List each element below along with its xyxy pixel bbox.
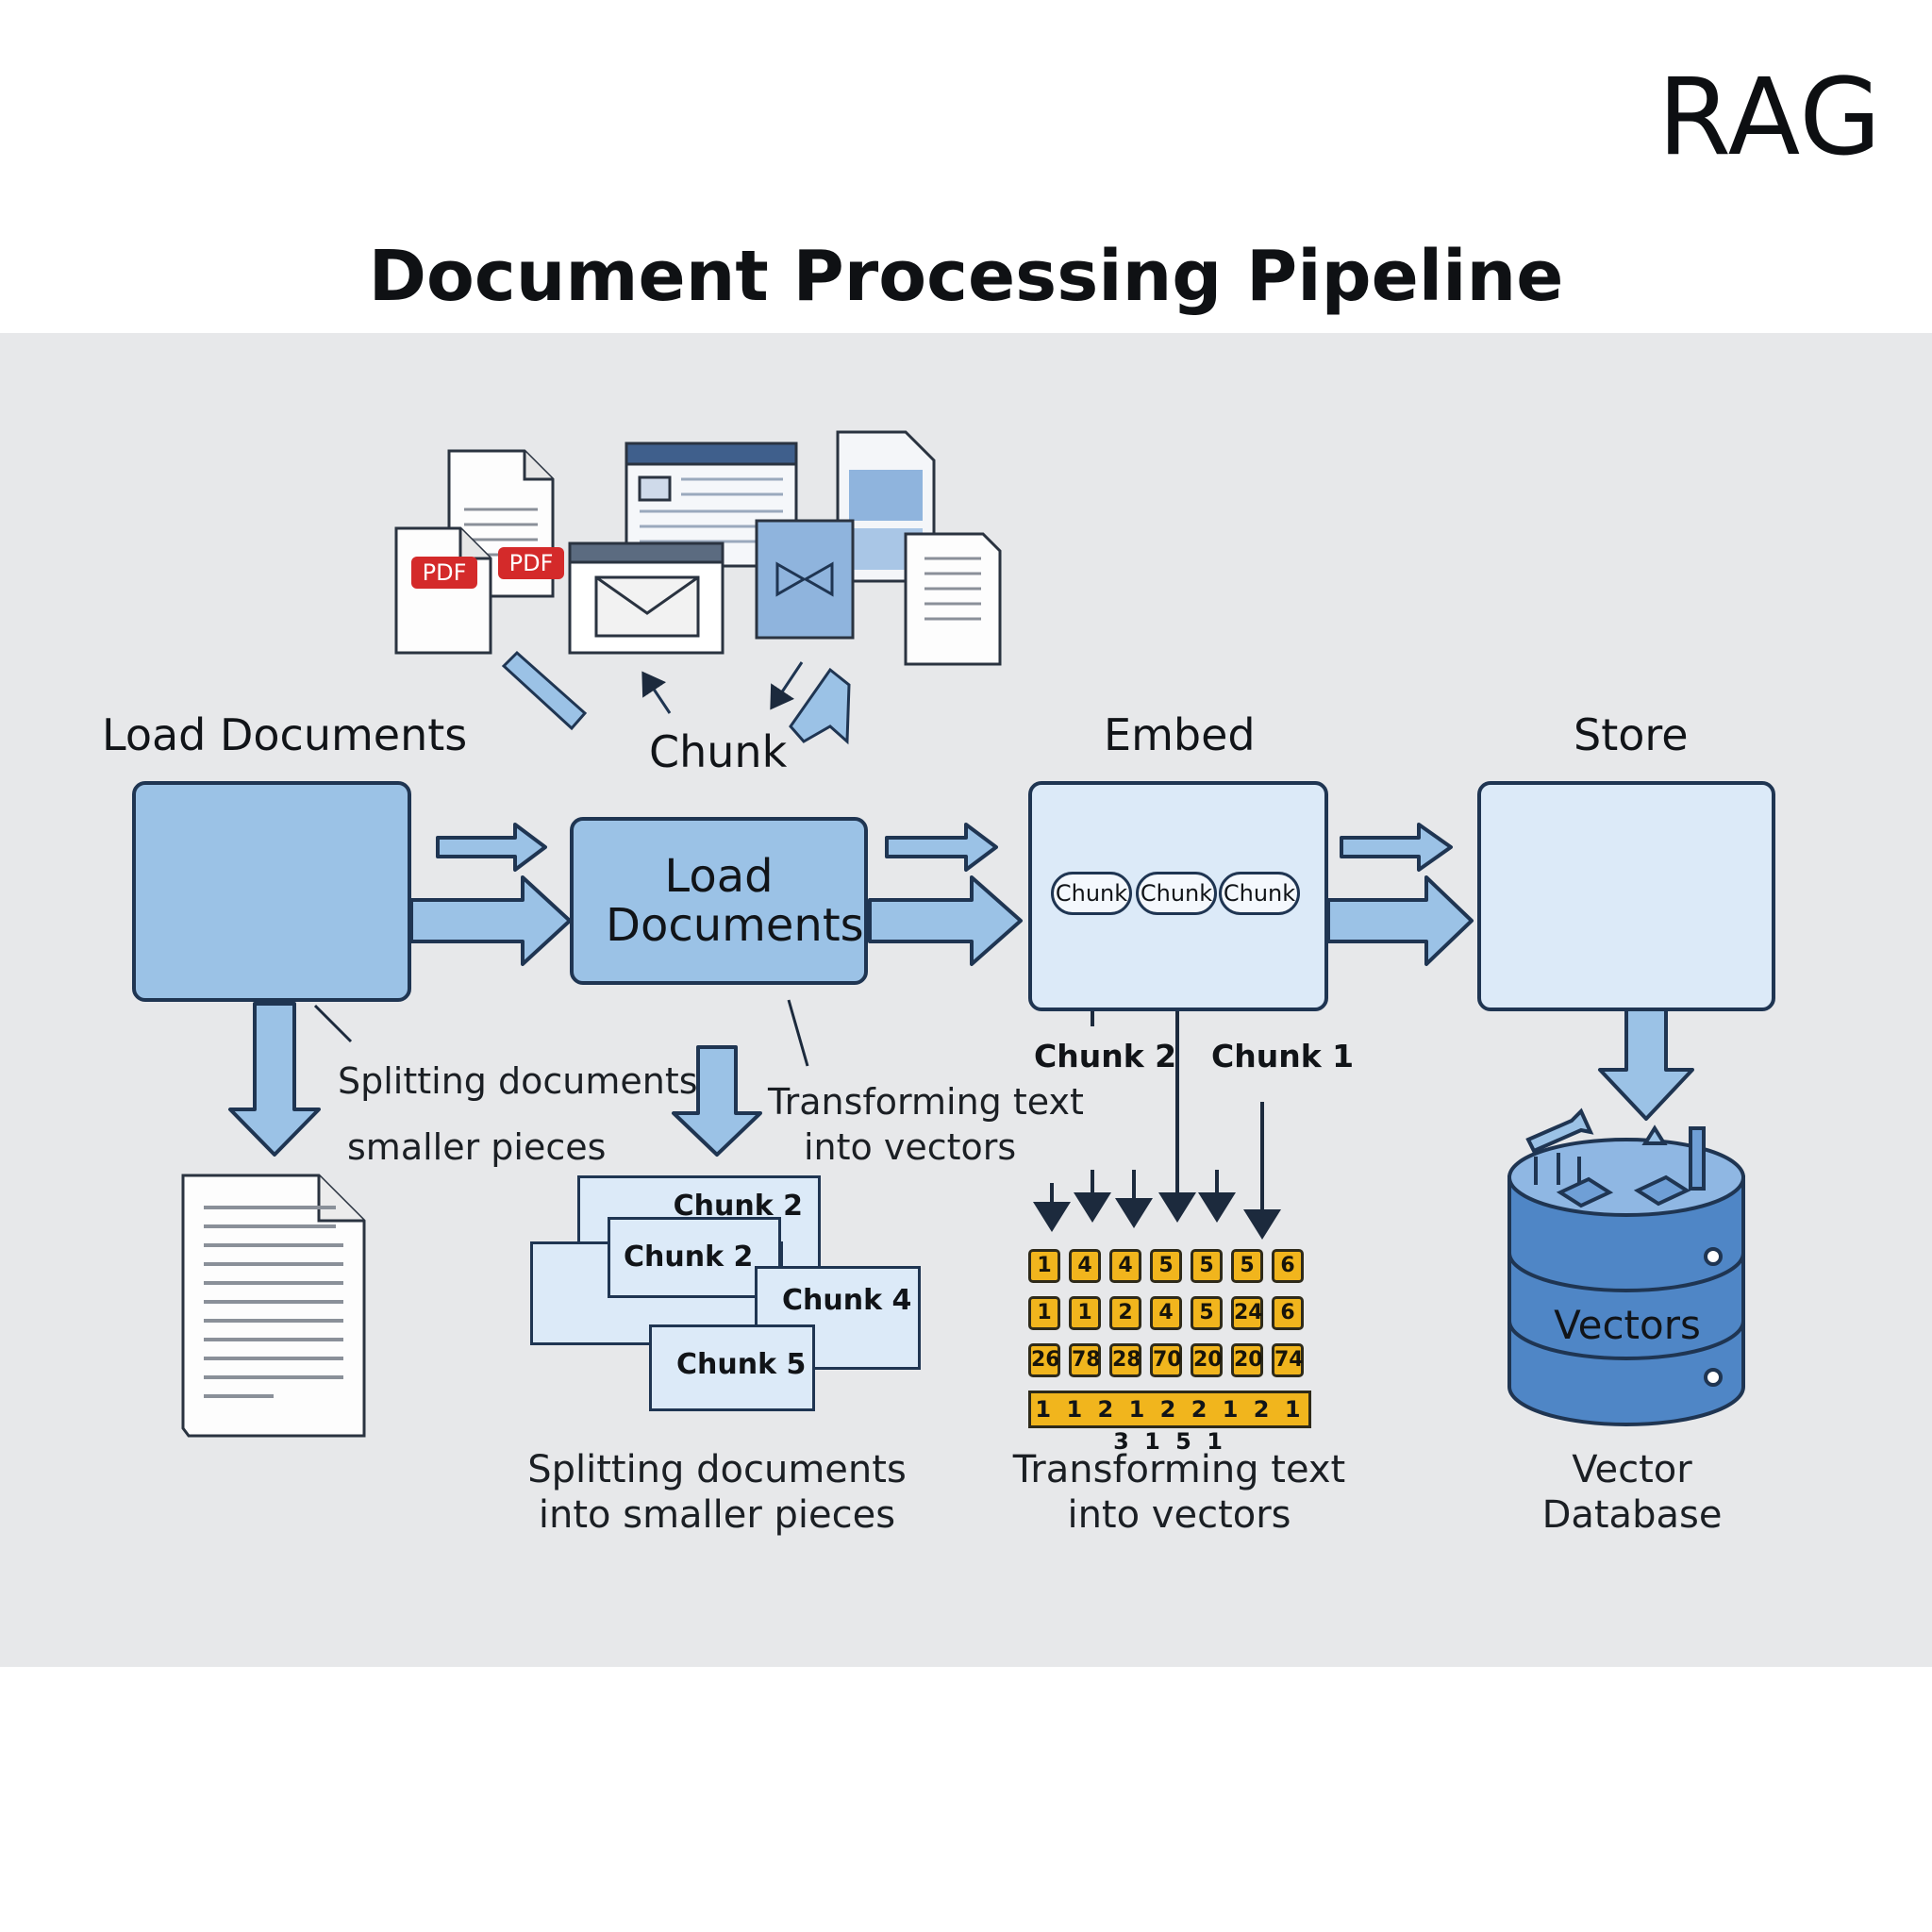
store-box: [1477, 781, 1775, 1011]
load-documents-box: [132, 781, 411, 1002]
caption-store: Vector Database: [1541, 1448, 1723, 1537]
vector-cell: 5: [1191, 1296, 1223, 1330]
stage-chunk-label: Chunk: [649, 726, 788, 777]
note-splitting: Splitting documents: [338, 1060, 698, 1102]
page-title: Document Processing Pipeline: [368, 236, 1564, 317]
chunk-2-label: Chunk 2: [1034, 1038, 1177, 1074]
vector-cell: 2: [1109, 1296, 1141, 1330]
vector-cell: 4: [1109, 1249, 1141, 1283]
media-file-icon: [755, 519, 855, 640]
vector-cell: 6: [1272, 1249, 1304, 1283]
large-document-icon: [181, 1174, 366, 1438]
chunk-box-label: Load Documents: [606, 850, 864, 952]
caption-embedding: Transforming text into vectors: [1012, 1448, 1346, 1537]
vector-strip: 1 1 2 1 2 2 1 2 1 3 1 5 1: [1028, 1391, 1311, 1455]
vector-cell: 24: [1231, 1296, 1263, 1330]
vector-cell: 5: [1191, 1249, 1223, 1283]
vector-database-icon: [1507, 1108, 1745, 1426]
vector-cell: 4: [1069, 1249, 1101, 1283]
stage-store-label: Store: [1574, 709, 1689, 760]
database-label: Vectors: [1554, 1302, 1701, 1348]
source-flow-arrows: [501, 650, 851, 745]
pdf-badge: PDF: [411, 557, 477, 589]
vector-cell: 4: [1150, 1296, 1182, 1330]
email-window-icon: [568, 541, 724, 655]
brand-label: RAG: [1657, 57, 1882, 179]
stage-embed-label: Embed: [1104, 709, 1256, 760]
chunk-1-label: Chunk 1: [1211, 1038, 1355, 1074]
chunk-card-label: Chunk 5: [676, 1348, 807, 1381]
stage-load-label: Load Documents: [102, 709, 468, 760]
vector-cell: 1: [1028, 1296, 1060, 1330]
vector-cell: 6: [1272, 1296, 1304, 1330]
vector-cell: 20: [1191, 1343, 1223, 1377]
vector-cell: 1: [1028, 1249, 1060, 1283]
embed-chunk-pill: Chunk: [1051, 872, 1132, 915]
down-arrows: [228, 1002, 1694, 1157]
note-transforming: Transforming text: [768, 1081, 1084, 1123]
vector-cell: 1: [1069, 1296, 1101, 1330]
text-page-icon: [904, 532, 1002, 666]
embed-chunk-pill: Chunk: [1136, 872, 1217, 915]
vector-cell: 74: [1272, 1343, 1304, 1377]
note-transforming-2: into vectors: [804, 1126, 1017, 1168]
vector-cell: 78: [1069, 1343, 1101, 1377]
chunk-box: Load Documents: [570, 817, 868, 985]
vector-cell: 5: [1231, 1249, 1263, 1283]
note-pointer-lines: [313, 999, 809, 1067]
flow-arrows: [409, 823, 1474, 966]
vector-cell: 5: [1150, 1249, 1182, 1283]
vector-cell: 28: [1109, 1343, 1141, 1377]
vector-cell: 20: [1231, 1343, 1263, 1377]
chunk-card: Chunk 5: [649, 1324, 815, 1411]
vector-cell: 26: [1028, 1343, 1060, 1377]
vector-cell: 70: [1150, 1343, 1182, 1377]
chunk-card: Chunk 2: [608, 1217, 781, 1298]
caption-chunking: Splitting documents into smaller pieces: [527, 1448, 907, 1537]
chunk-card-label: Chunk 4: [782, 1284, 912, 1317]
note-splitting-2: smaller pieces: [347, 1126, 607, 1168]
pdf-badge: PDF: [498, 547, 564, 579]
chunk-card-label: Chunk 2: [624, 1241, 754, 1274]
embed-chunk-pill: Chunk: [1219, 872, 1300, 915]
document-sources-icons: [394, 430, 1002, 666]
